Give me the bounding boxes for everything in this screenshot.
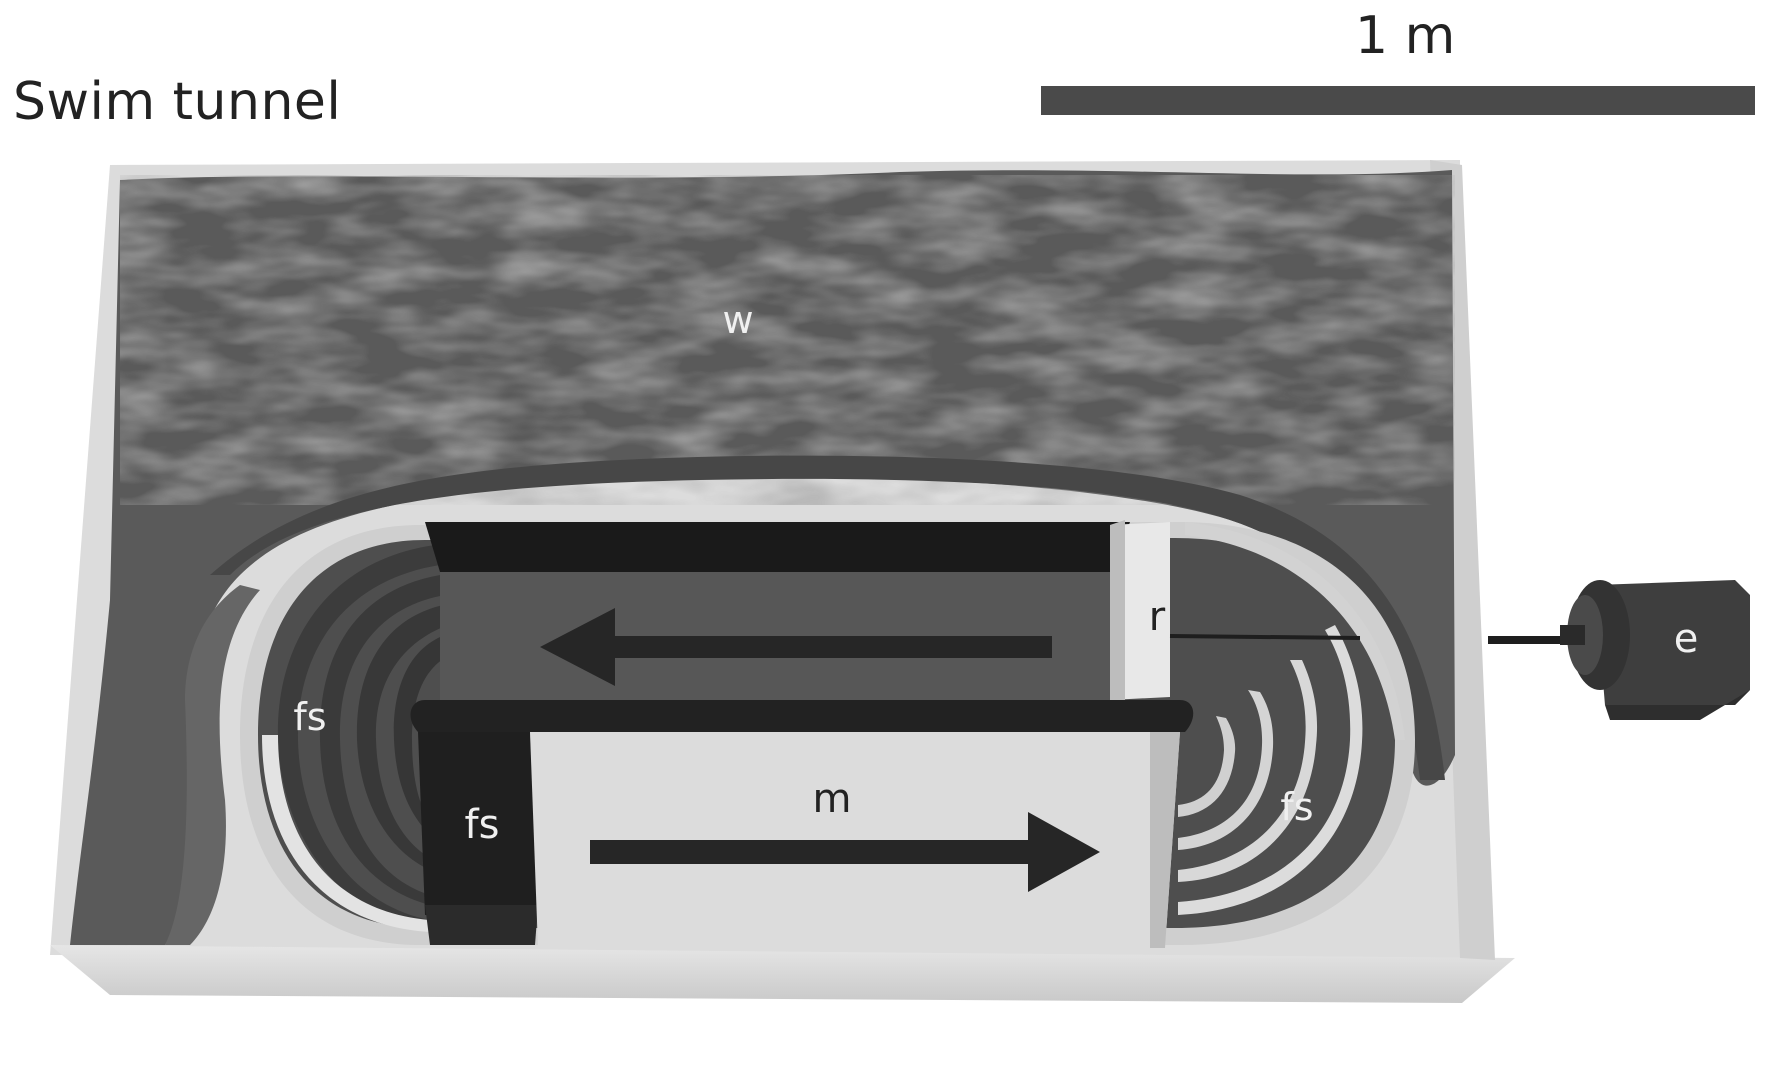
label-flow-straightener-block: fs — [465, 802, 500, 848]
label-flow-straightener-left: fs — [293, 695, 326, 739]
figure-title: Swim tunnel — [13, 76, 341, 128]
drive-shaft — [1170, 636, 1360, 638]
water-texture — [120, 175, 1455, 505]
measurement-section-top-lip — [411, 700, 1194, 732]
label-flow-straightener-right: fs — [1280, 785, 1313, 829]
label-measurement-section: m — [813, 776, 852, 822]
upper-channel-black-wall — [425, 522, 1130, 572]
flow-straightener-block-base — [425, 905, 538, 945]
label-water: w — [722, 298, 753, 342]
engine — [1560, 580, 1750, 720]
channel — [240, 520, 1415, 948]
scale-bar-label: 1 m — [1355, 10, 1455, 62]
label-rotor: r — [1149, 594, 1166, 640]
scale-bar — [1041, 86, 1755, 115]
rotor-housing-side — [1110, 520, 1125, 700]
label-engine: e — [1674, 616, 1699, 662]
